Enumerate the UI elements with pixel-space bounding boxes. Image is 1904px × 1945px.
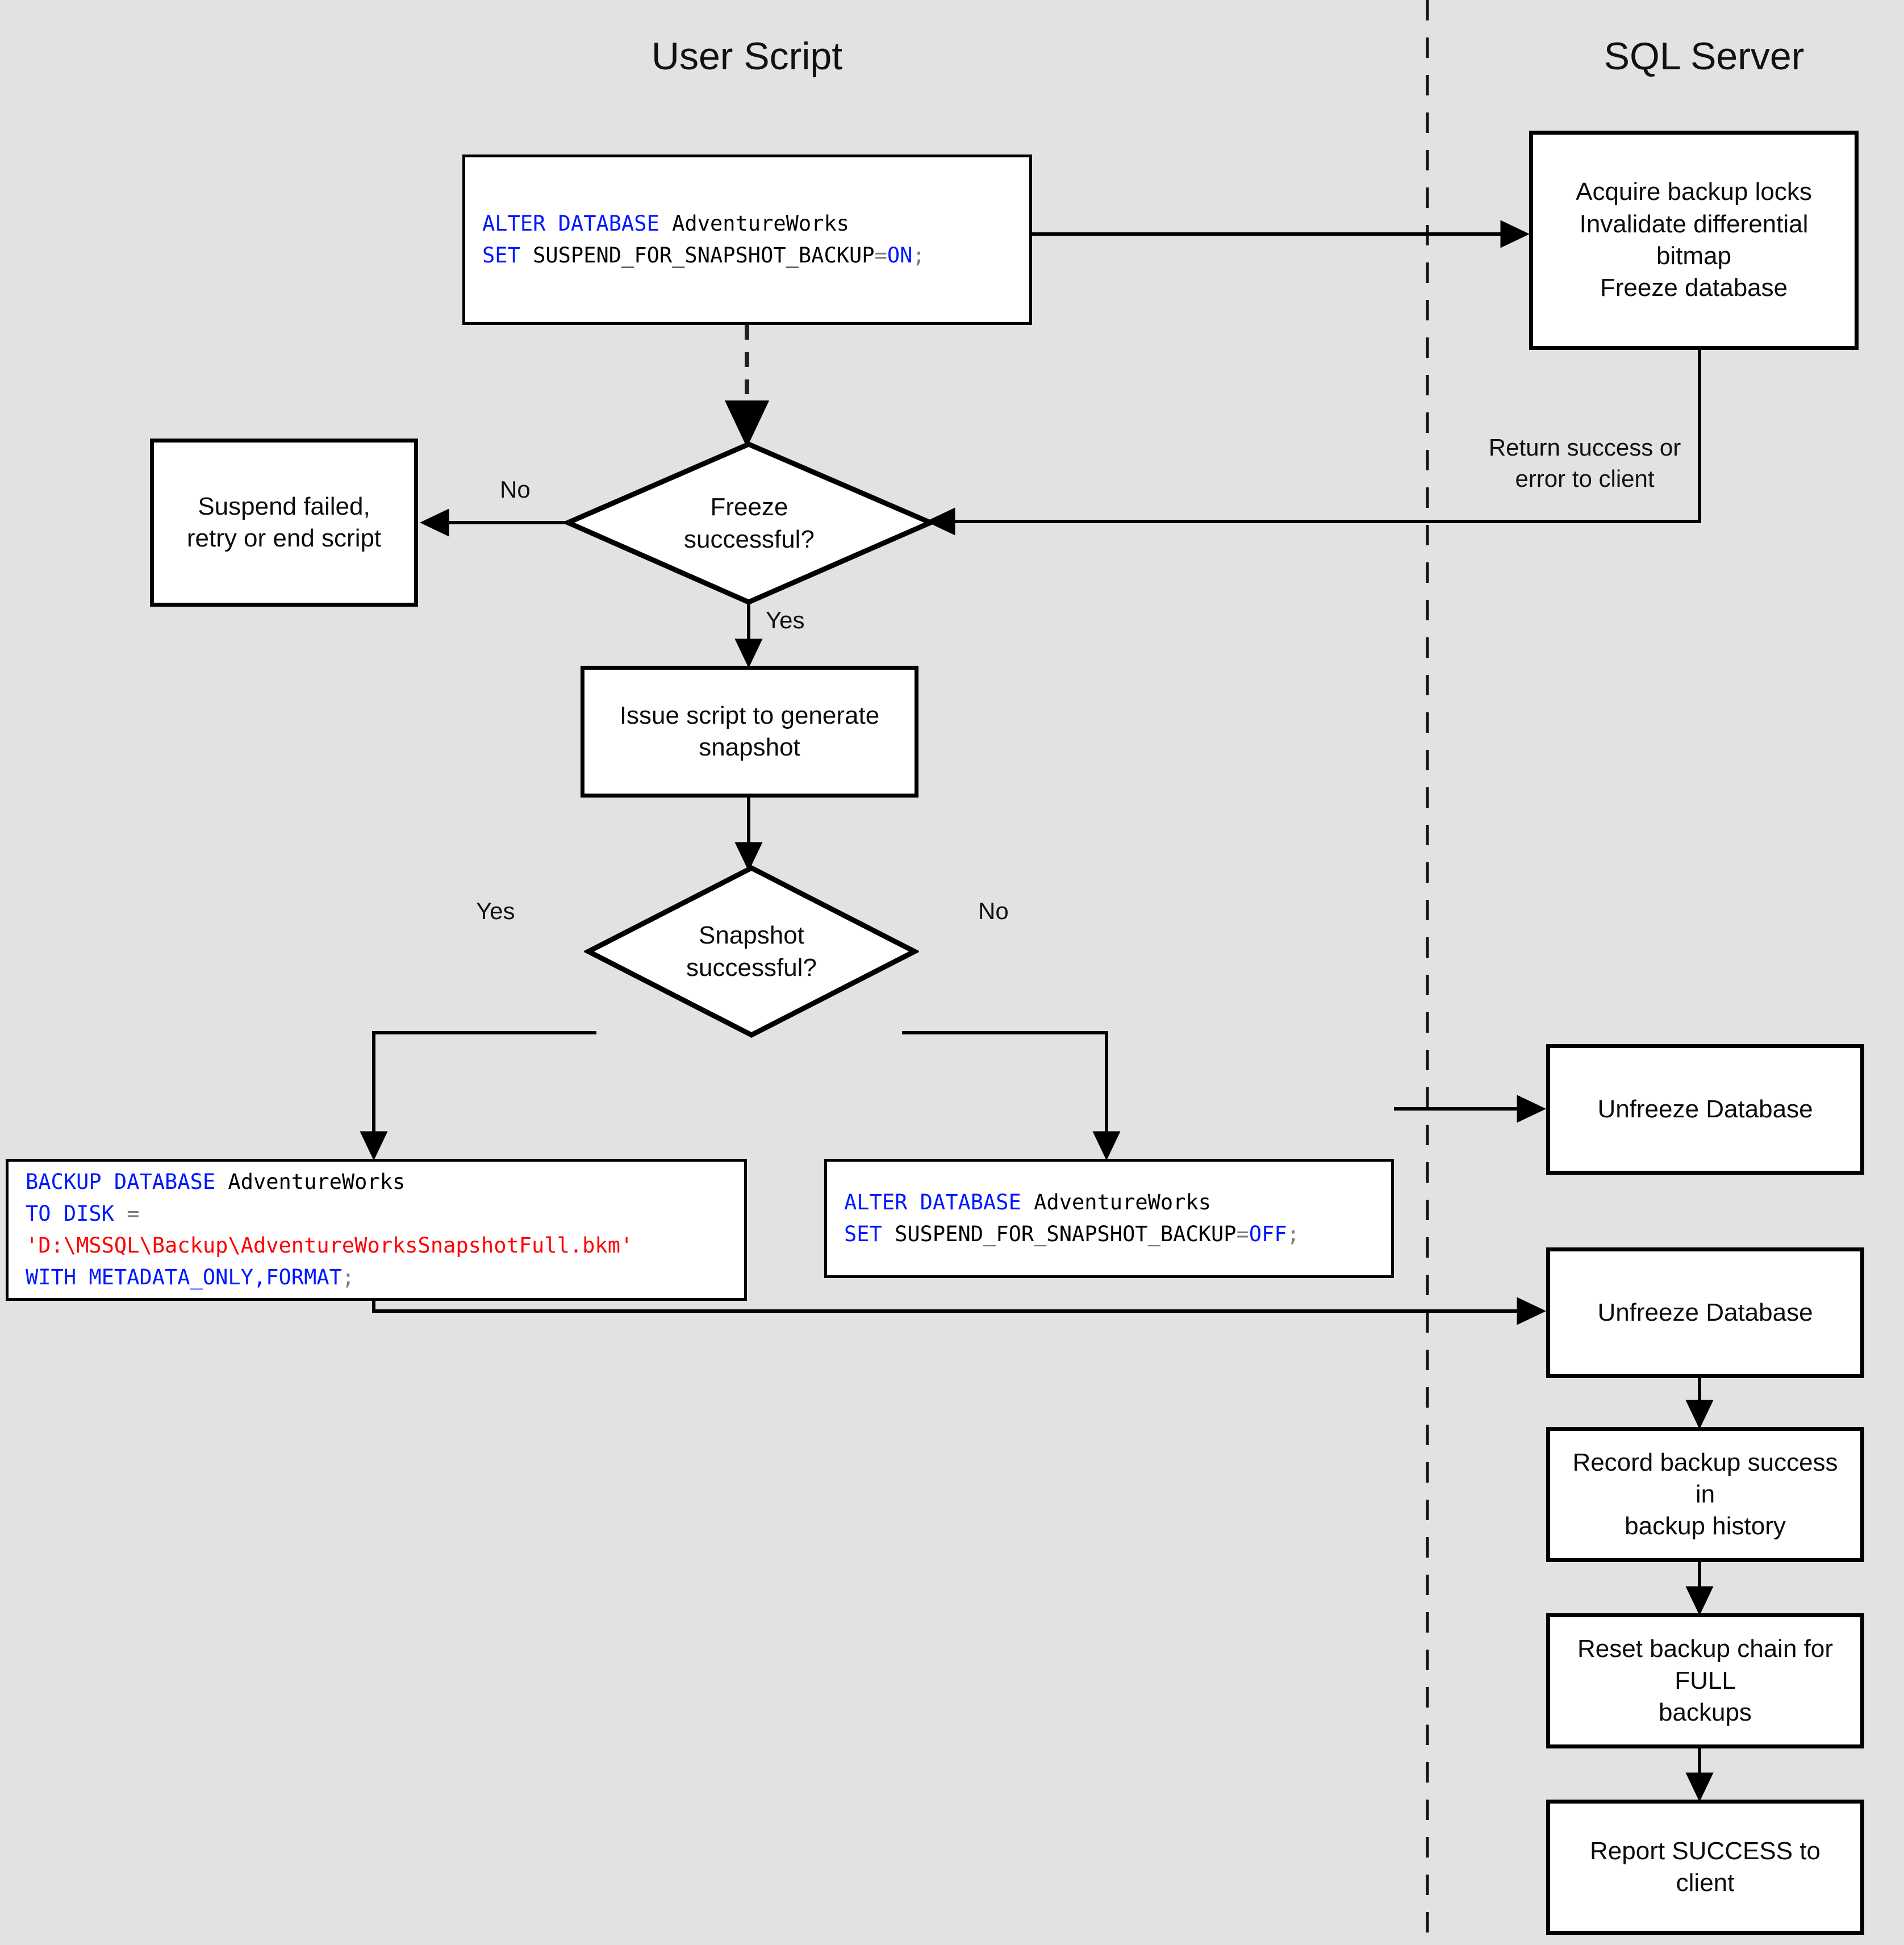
snapshot-decision-layer (584, 865, 919, 1038)
report-success-label: Report SUCCESS to client (1590, 1837, 1821, 1897)
lane-title-sql-server: SQL Server (1604, 35, 1805, 78)
suspend-failed-label: Suspend failed,retry or end script (186, 492, 382, 552)
edge-label-freeze-yes: Yes (766, 607, 805, 633)
edge-label-freeze-no: No (500, 476, 531, 503)
edge-snapshot-no-to-alter-off (902, 1031, 1121, 1161)
node-suspend-failed[interactable]: Suspend failed,retry or end script (150, 439, 418, 607)
node-unfreeze-database-1[interactable]: Unfreeze Database (1546, 1044, 1864, 1175)
unfreeze-database-2-label: Unfreeze Database (1597, 1298, 1813, 1326)
edge-label-snapshot-yes: Yes (476, 898, 515, 924)
edge-acquire-to-freeze (925, 349, 1701, 536)
node-unfreeze-database-2[interactable]: Unfreeze Database (1546, 1247, 1864, 1378)
lane-title-user-script: User Script (651, 35, 843, 78)
edge-label-snapshot-no: No (978, 898, 1009, 924)
edge-backup-to-unfreeze-2 (372, 1297, 1547, 1325)
edge-snapshot-yes-to-backup (360, 1031, 596, 1161)
unfreeze-database-1-label: Unfreeze Database (1597, 1095, 1813, 1123)
freeze-decision-shape (561, 441, 937, 605)
node-report-success[interactable]: Report SUCCESS to client (1546, 1800, 1864, 1935)
snapshot-decision-shape-visible (584, 865, 919, 1038)
